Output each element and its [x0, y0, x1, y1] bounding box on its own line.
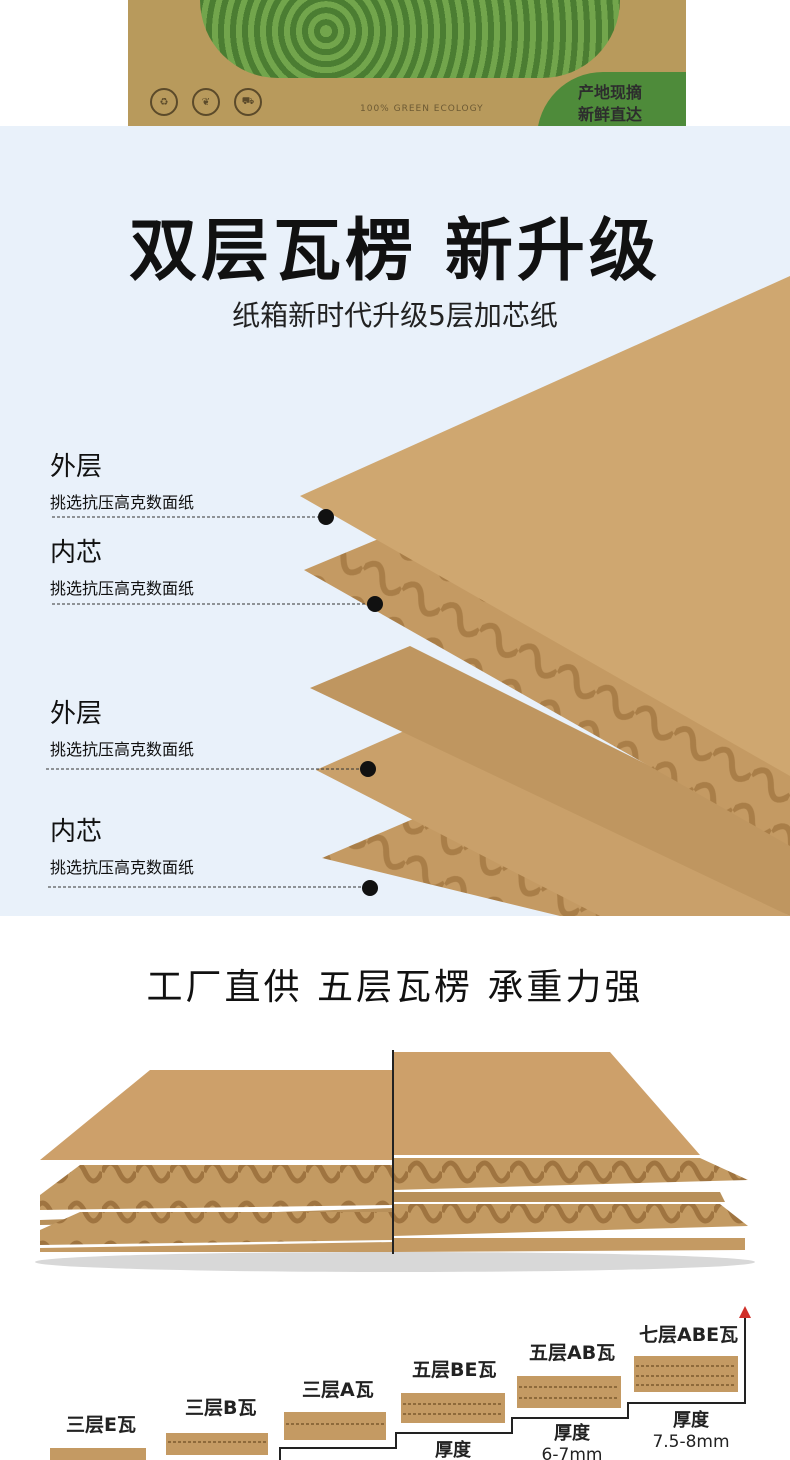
board-e [50, 1448, 146, 1460]
right-flute-2 [393, 1204, 748, 1236]
board-ab [517, 1376, 621, 1408]
hero-title: 双层瓦楞 新升级 [129, 212, 661, 291]
layer-desc: 挑选抗压高克数面纸 [50, 493, 195, 512]
right-flute-1 [393, 1158, 748, 1190]
leader-dot-4 [362, 880, 378, 896]
box-slogan-line2: 新鲜直达 [578, 105, 643, 124]
box-eco-text: 100% GREEN ECOLOGY [360, 104, 484, 114]
grade-label-a: 三层A瓦 [302, 1379, 374, 1401]
layer-label-4: 内芯 挑选抗压高克数面纸 [50, 811, 194, 878]
grade-label-ab: 五层AB瓦 [529, 1342, 616, 1364]
thickness-ab: 厚度 6-7mm [534, 1423, 610, 1460]
layer-desc: 挑选抗压高克数面纸 [50, 740, 195, 759]
grade-staircase [50, 1306, 751, 1460]
left-top-sheet [40, 1070, 393, 1160]
outer-sheet-2-face [310, 646, 790, 916]
outer-sheet-1 [300, 276, 790, 776]
fruit-illustration [200, 0, 620, 78]
grade-label-e: 三层E瓦 [66, 1414, 136, 1436]
inner-core-sheet-1 [304, 530, 790, 846]
five-layer-board-illustration [35, 1050, 755, 1272]
layer-name: 内芯 [50, 538, 103, 568]
box-icons: ♻ ❦ ⛟ [150, 88, 262, 116]
layer-label-2: 内芯 挑选抗压高克数面纸 [50, 532, 194, 599]
hero-subtitle: 纸箱新时代升级5层加芯纸 [232, 299, 558, 332]
layer-label-1: 外层 挑选抗压高克数面纸 [50, 446, 194, 513]
staircase-line [279, 1314, 746, 1460]
box-slogan: 产地现摘 新鲜直达 [578, 82, 642, 126]
thickness-be: 厚度 [418, 1440, 488, 1460]
inner-core-sheet-2 [322, 816, 790, 916]
layer-name: 外层 [50, 452, 103, 482]
grade-label-abe: 七层ABE瓦 [639, 1324, 739, 1346]
board-be [401, 1393, 505, 1423]
recycle-icon: ♻ [150, 88, 178, 116]
layer-label-3: 外层 挑选抗压高克数面纸 [50, 693, 194, 760]
thickness-value: 6-7mm [541, 1445, 603, 1460]
layer-name: 内芯 [50, 817, 103, 847]
left-bottom-sheet [40, 1242, 393, 1252]
grade-label-b: 三层B瓦 [185, 1397, 257, 1419]
left-flute-2 [40, 1212, 393, 1245]
hero-section: 双层瓦楞 新升级 纸箱新时代升级5层加芯纸 外层 挑选抗压高克数面纸 内芯 挑选… [0, 126, 790, 916]
corrugated-layers-illustration [46, 276, 790, 916]
right-mid-sheet [393, 1192, 725, 1202]
board-abe [634, 1356, 738, 1392]
thickness-label: 厚度 [673, 1410, 709, 1431]
leader-dot-2 [367, 596, 383, 612]
grade-label-be: 五层BE瓦 [412, 1359, 497, 1381]
board-b [166, 1433, 268, 1455]
leaf-icon: ❦ [192, 88, 220, 116]
thickness-label: 厚度 [435, 1440, 471, 1460]
arrow-up-icon [739, 1306, 751, 1318]
layer-desc: 挑选抗压高克数面纸 [50, 858, 195, 877]
board-a [284, 1412, 386, 1440]
leader-dot-1 [318, 509, 334, 525]
outer-sheet-2 [316, 724, 790, 916]
thickness-abe: 厚度 7.5-8mm [650, 1410, 732, 1453]
right-top-sheet [393, 1052, 700, 1155]
thickness-value: 7.5-8mm [652, 1432, 730, 1452]
layer-name: 外层 [50, 699, 103, 729]
board-shadow [35, 1252, 755, 1272]
left-flute-1 [40, 1165, 393, 1210]
section2-title: 工厂直供 五层瓦楞 承重力强 [146, 967, 644, 1008]
right-bottom-sheet [393, 1238, 745, 1252]
truck-icon: ⛟ [234, 88, 262, 116]
layer-desc: 挑选抗压高克数面纸 [50, 579, 195, 598]
thickness-label: 厚度 [554, 1423, 590, 1444]
box-banner: ♻ ❦ ⛟ 100% GREEN ECOLOGY 产地现摘 新鲜直达 [0, 0, 790, 140]
board-flute-lines [168, 1365, 736, 1443]
leader-dot-3 [360, 761, 376, 777]
box-slogan-line1: 产地现摘 [578, 83, 643, 102]
